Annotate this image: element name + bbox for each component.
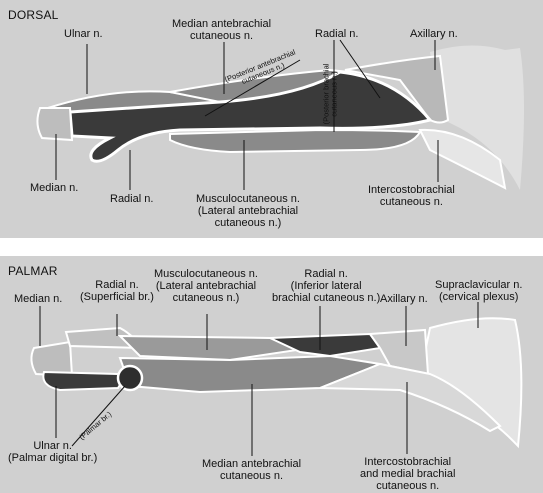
palmar-limb-diagram [30,302,523,456]
dorsal-median-region [36,107,74,142]
palmar-panel: PALMAR Median n. Radial n. (Superficial … [0,256,543,493]
palmar-intercosto-region [319,362,502,433]
palmar-label-axillary: Axillary n. [380,293,428,305]
dorsal-label-posterior-brachial: (Posterior brachial cutaneous n.) [321,63,339,125]
palmar-leader-lines [39,302,479,456]
dorsal-label-axillary: Axillary n. [410,28,458,40]
dorsal-musculo-region [169,128,422,154]
palmar-branch-circle [116,364,144,392]
palmar-label-radial-inferior: Radial n. (Inferior lateral brachial cut… [272,268,381,304]
palmar-label-musculocutaneous: Musculocutaneous n. (Lateral antebrachia… [154,268,258,304]
dorsal-title: DORSAL [8,8,59,22]
palmar-radial-inferior-region [269,332,382,358]
palmar-label-ulnar: Ulnar n. (Palmar digital br.) [8,440,98,464]
palmar-title: PALMAR [8,264,58,278]
palmar-label-supraclavicular: Supraclavicular n. (cervical plexus) [435,279,523,303]
dorsal-leader-lines [55,39,439,190]
dorsal-panel: DORSAL Ulnar n. Median antebrachial cuta… [0,0,543,238]
palmar-ulnar-region [42,370,122,392]
palmar-label-radial-superficial: Radial n. (Superficial br.) [80,279,154,303]
dorsal-intercosto-region [418,128,507,190]
dorsal-label-median: Median n. [30,182,79,194]
dorsal-shoulder-region [430,45,524,190]
dorsal-radial-region [68,70,433,163]
palmar-median-region [30,340,74,378]
dorsal-label-radial-bottom: Radial n. [110,193,154,205]
dorsal-limb-diagram [36,39,524,190]
dorsal-label-radial-top: Radial n. [315,28,359,40]
dorsal-axillary-region [344,54,450,124]
dorsal-label-median-antebrachial: Median antebrachial cutaneous n. [172,18,272,42]
palmar-label-median: Median n. [14,293,63,305]
dorsal-label-intercostobrachial: Intercostobrachial cutaneous n. [368,184,455,208]
dorsal-label-musculocutaneous: Musculocutaneous n. (Lateral antebrachia… [196,193,300,229]
dorsal-label-ulnar: Ulnar n. [64,28,103,40]
palmar-label-median-antebrachial: Median antebrachial cutaneous n. [202,458,302,482]
palmar-label-intercostobrachial: Intercostobrachial and medial brachial c… [360,456,456,492]
